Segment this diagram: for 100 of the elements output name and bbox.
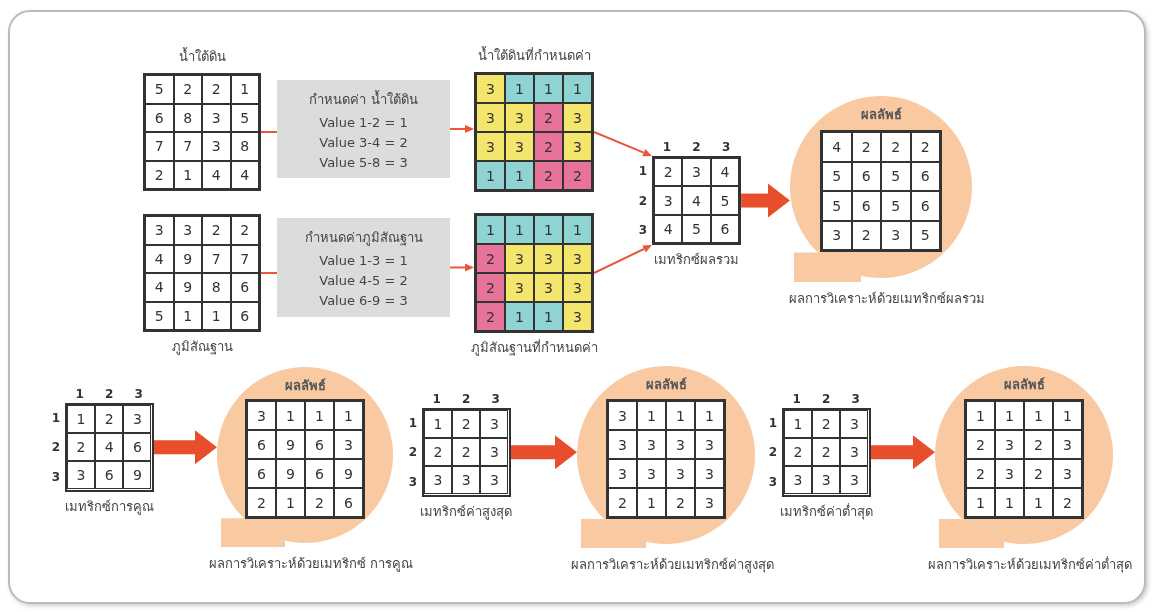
column-number: 2	[822, 392, 831, 406]
grid-cell: 1	[276, 488, 305, 517]
grid-cell: 4	[95, 433, 124, 462]
rule-text: กำหนดค่าภูมิสัณฐาน	[304, 228, 423, 248]
rule-text: Value 3-4 = 2	[319, 134, 408, 150]
matrix-title: ภูมิสัณฐานที่กำหนดค่า	[470, 338, 598, 358]
grid-cell: 3	[480, 438, 509, 467]
grid-cell: 2	[966, 459, 995, 488]
grid-cell: 5	[682, 214, 711, 244]
rule-text: Value 6-9 = 3	[319, 293, 408, 309]
grid-cell: 5	[822, 161, 852, 191]
grid-cell: 3	[637, 430, 666, 459]
grid-cell: 8	[202, 273, 231, 302]
grid-cell: 4	[202, 160, 231, 189]
grid-cell: 3	[666, 430, 695, 459]
connector-line	[260, 272, 278, 274]
grid-cell: 3	[67, 461, 96, 490]
grid-cell: 3	[563, 244, 592, 273]
grid-cell: 2	[784, 438, 813, 467]
result-heading: ผลลัพธ์	[645, 376, 687, 394]
grid-cell: 6	[123, 433, 152, 462]
grid-cell: 3	[563, 273, 592, 302]
grid-cell: 9	[276, 459, 305, 488]
grid-cell: 2	[910, 132, 940, 162]
grid-cell: 3	[563, 302, 592, 331]
matrix-title: น้ำใต้ดิน	[178, 46, 226, 66]
grid-cell: 1	[1053, 401, 1082, 430]
rule-text: Value 1-2 = 1	[319, 114, 408, 130]
grid-cell: 3	[452, 466, 481, 495]
row-number: 2	[768, 445, 778, 460]
grid-cell: 6	[910, 191, 940, 221]
grid-cell: 9	[173, 273, 202, 302]
grid-cell: 2	[247, 488, 276, 517]
grid-cell: 1	[202, 301, 231, 330]
matrix-title: น้ำใต้ดินที่กำหนดค่า	[477, 45, 591, 65]
grid-cell: 2	[173, 75, 202, 104]
grid-cell: 6	[851, 191, 881, 221]
grid-cell: 2	[851, 132, 881, 162]
grid-cell: 1	[666, 401, 695, 430]
grid-cell: 2	[654, 158, 683, 187]
grid-cell: 5	[145, 301, 174, 330]
grid-cell: 3	[480, 410, 509, 439]
grid-cell: 1	[173, 160, 202, 189]
grid-cell: 2	[476, 244, 505, 273]
grid-cell: 5	[881, 161, 911, 191]
column-number: 1	[75, 387, 84, 401]
grid-cell: 6	[247, 459, 276, 488]
grid-cell: 2	[534, 103, 563, 132]
grid-cell: 4	[822, 132, 852, 162]
grid-cell: 4	[145, 273, 174, 302]
grid-cell: 1	[334, 401, 363, 430]
grid-cell: 1	[424, 410, 453, 439]
grid-cell: 9	[276, 430, 305, 459]
grid-cell: 2	[424, 438, 453, 467]
grid-cell: 6	[334, 488, 363, 517]
grid-cell: 4	[710, 158, 740, 187]
column-number: 2	[692, 140, 701, 154]
grid-cell: 3	[881, 220, 911, 250]
grid-cell: 3	[173, 216, 202, 245]
grid-cell: 2	[67, 433, 96, 462]
grid-cell: 2	[534, 132, 563, 161]
grid-cell: 1	[67, 405, 96, 434]
grid-cell: 3	[476, 74, 505, 103]
grid-cell: 2	[812, 438, 841, 467]
grid-cell: 5	[910, 220, 940, 250]
grid-cell: 3	[534, 244, 563, 273]
grid-cell: 1	[534, 302, 563, 331]
row-number: 3	[768, 474, 778, 489]
grid-cell: 1	[230, 75, 259, 104]
grid-cell: 2	[966, 430, 995, 459]
row-number: 2	[51, 440, 61, 455]
matrix-title: เมทริกซ์ค่าต่ำสุด	[779, 502, 873, 522]
grid-cell: 3	[534, 273, 563, 302]
rule-text: กำหนดค่า น้ำใต้ดิน	[309, 89, 418, 109]
grid-cell: 3	[840, 438, 869, 467]
grid-cell: 3	[666, 459, 695, 488]
grid-cell: 3	[822, 220, 852, 250]
grid-cell: 5	[145, 75, 174, 104]
row-number: 2	[408, 445, 418, 460]
grid-cell: 1	[476, 215, 505, 244]
grid-cell: 3	[840, 410, 869, 439]
grid-cell: 7	[173, 132, 202, 161]
grid-cell: 1	[784, 410, 813, 439]
grid-cell: 6	[851, 161, 881, 191]
grid-cell: 2	[202, 75, 231, 104]
connector-line	[260, 131, 278, 133]
grid-cell: 1	[173, 301, 202, 330]
grid-cell: 2	[452, 410, 481, 439]
grid-cell: 3	[334, 430, 363, 459]
grid-cell: 3	[505, 244, 534, 273]
grid-cell: 1	[505, 302, 534, 331]
row-number: 3	[638, 223, 648, 238]
grid-cell: 1	[637, 401, 666, 430]
block-arrow	[870, 435, 935, 470]
column-number: 3	[851, 392, 860, 406]
row-number: 3	[51, 469, 61, 484]
grid-cell: 4	[654, 214, 683, 244]
grid-cell: 2	[452, 438, 481, 467]
grid-cell: 1	[563, 74, 592, 103]
grid-cell: 1	[995, 488, 1024, 517]
